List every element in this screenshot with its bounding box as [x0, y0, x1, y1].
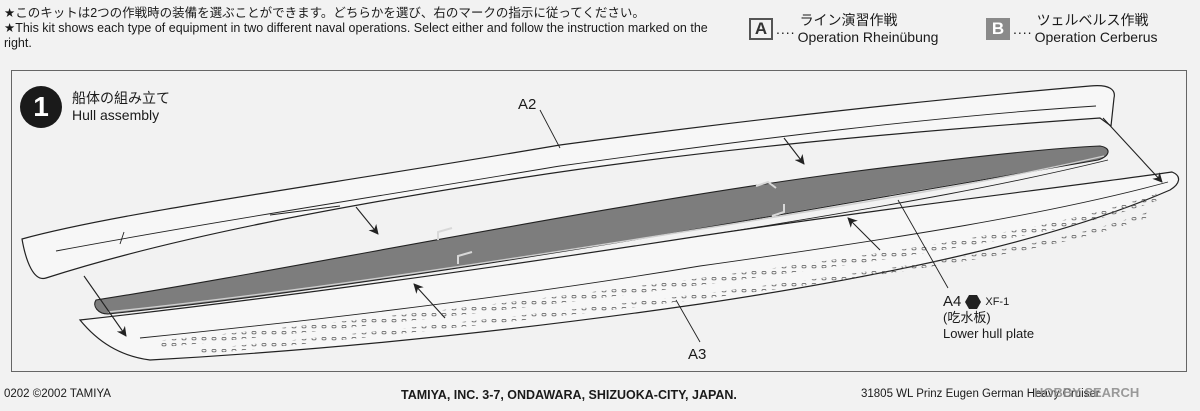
part-leader-lines	[539, 109, 949, 343]
legend-a-japanese: ライン演習作戦	[799, 12, 898, 28]
legend-b-japanese: ツェルベルス作戦	[1036, 12, 1149, 28]
step-title: 船体の組み立て Hull assembly	[72, 90, 170, 124]
note-english: ★This kit shows each type of equipment i…	[4, 21, 708, 50]
step-title-japanese: 船体の組み立て	[72, 90, 170, 106]
footer-copyright: 0202 ©2002 TAMIYA	[4, 388, 111, 400]
step-title-english: Hull assembly	[72, 107, 160, 123]
part-a4-name-japanese: (吃水板)	[943, 310, 991, 325]
part-label-a3: A3	[688, 346, 707, 363]
legend-option-a: A .... ライン演習作戦 Operation Rheinübung	[749, 12, 938, 46]
legend-a-english: Operation Rheinübung	[797, 29, 939, 45]
note-japanese: ★このキットは2つの作戦時の装備を選ぶことができます。どちらかを選び、右のマーク…	[4, 6, 645, 20]
legend-b-badge: B	[986, 18, 1010, 40]
step-number-badge: 1	[20, 86, 62, 128]
paint-code: XF-1	[985, 296, 1010, 308]
part-label-a2: A2	[518, 96, 537, 113]
legend-option-b: B .... ツェルベルス作戦 Operation Cerberus	[986, 12, 1158, 46]
footer-address: TAMIYA, INC. 3-7, ONDAWARA, SHIZUOKA-CIT…	[401, 388, 737, 402]
part-a4-name-english: Lower hull plate	[943, 326, 1035, 341]
header-note: ★このキットは2つの作戦時の装備を選ぶことができます。どちらかを選び、右のマーク…	[4, 6, 734, 51]
legend-a-badge: A	[749, 18, 773, 40]
footer-kit-number: 31805 WL Prinz Eugen German Heavy Cruise…	[861, 388, 1100, 400]
watermark: HOBBY SEARCH	[1034, 385, 1140, 400]
part-label-a4: A4	[943, 293, 962, 310]
legend-b-english: Operation Cerberus	[1034, 29, 1158, 45]
hexagon-paint-icon	[965, 295, 982, 309]
legend-a-dots: ....	[776, 21, 796, 37]
legend-b-dots: ....	[1013, 21, 1033, 37]
part-a4-callout: A4 XF-1 (吃水板) Lower hull plate	[943, 294, 1034, 342]
step-panel	[11, 70, 1187, 372]
assembly-arrows	[83, 117, 1163, 337]
lower-hull-part-a3	[78, 171, 1180, 361]
